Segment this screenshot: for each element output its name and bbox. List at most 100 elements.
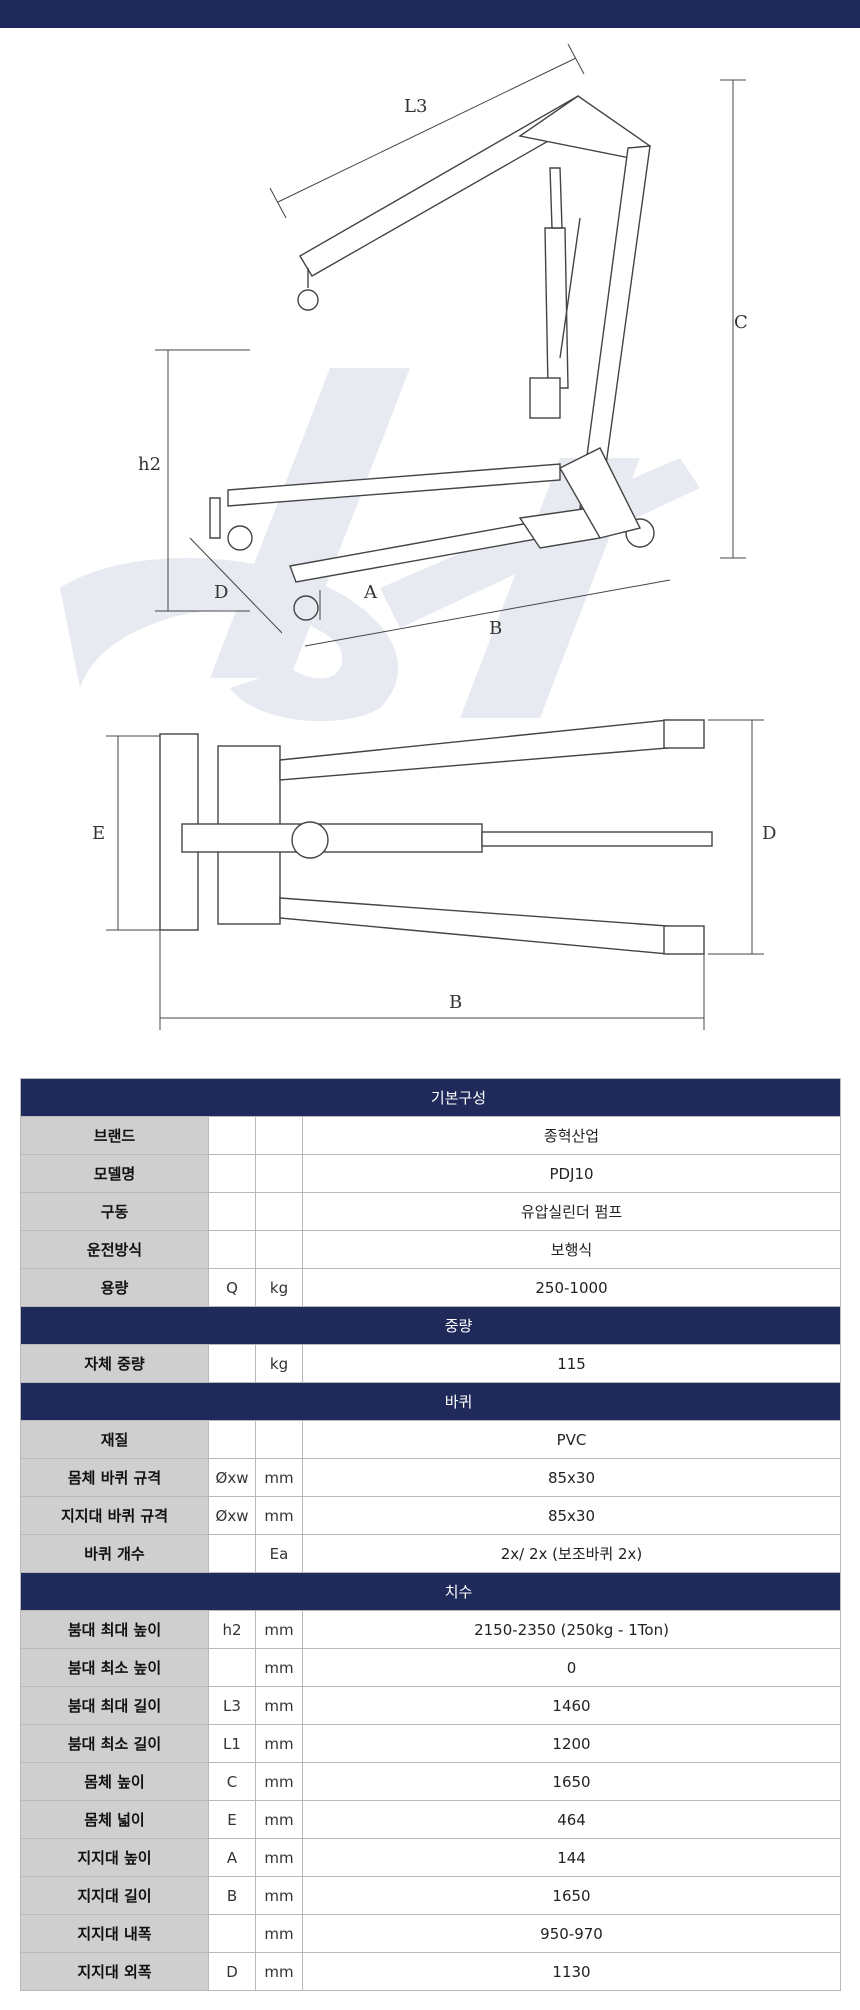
spec-unit [255,1420,303,1459]
spec-unit: mm [255,1686,303,1725]
spec-unit: kg [255,1344,303,1383]
spec-value: PDJ10 [301,1154,842,1193]
spec-label: 몸체 바퀴 규격 [20,1458,209,1497]
spec-value: PVC [301,1420,842,1459]
spec-value: 1460 [301,1686,842,1725]
side-view-dimensions [155,43,746,647]
spec-label: 모델명 [20,1154,209,1193]
spec-unit: mm [255,1610,303,1649]
spec-symbol: h2 [208,1610,256,1649]
spec-label: 바퀴 개수 [20,1534,209,1573]
crane-technical-drawing: L3 C h2 D A B E D B [0,28,860,1068]
spec-symbol: C [208,1762,256,1801]
spec-value: 2150-2350 (250kg - 1Ton) [301,1610,842,1649]
dimension-label-l3: L3 [404,96,427,117]
spec-value: 0 [301,1648,842,1687]
spec-symbol [208,1344,256,1383]
crane-top-view [159,719,713,955]
spec-symbol: Øxw [208,1458,256,1497]
spec-unit: mm [255,1458,303,1497]
spec-symbol: L3 [208,1686,256,1725]
spec-row: 모델명 PDJ10 [20,1154,842,1193]
section-title: 치수 [19,1572,842,1611]
spec-unit: Ea [255,1534,303,1573]
spec-unit: mm [255,1914,303,1953]
spec-symbol [208,1914,256,1953]
top-view-dimensions [106,719,764,1030]
spec-unit [255,1116,303,1155]
spec-value: 464 [301,1800,842,1839]
spec-label: 운전방식 [20,1230,209,1269]
dimension-label-c: C [734,312,748,333]
spec-value: 144 [301,1838,842,1877]
spec-label: 붐대 최소 높이 [20,1648,209,1687]
section-title: 중량 [19,1306,842,1345]
spec-value: 85x30 [301,1458,842,1497]
spec-symbol [208,1154,256,1193]
section-title: 바퀴 [19,1382,842,1421]
spec-value: 유압실린더 펌프 [301,1192,842,1231]
spec-row: 운전방식 보행식 [20,1230,842,1269]
spec-value: 2x/ 2x (보조바퀴 2x) [301,1534,842,1573]
dimension-label-b: B [489,618,502,639]
spec-label: 몸체 높이 [20,1762,209,1801]
spec-label: 지지대 높이 [20,1838,209,1877]
spec-label: 용량 [20,1268,209,1307]
spec-value: 보행식 [301,1230,842,1269]
dimension-label-h2: h2 [138,454,161,475]
spec-unit: mm [255,1724,303,1763]
spec-label: 붐대 최소 길이 [20,1724,209,1763]
section-title: 기본구성 [19,1078,842,1117]
spec-symbol: B [208,1876,256,1915]
spec-label: 지지대 길이 [20,1876,209,1915]
spec-label: 붐대 최대 높이 [20,1610,209,1649]
spec-symbol: Q [208,1268,256,1307]
spec-unit: mm [255,1496,303,1535]
spec-unit: mm [255,1800,303,1839]
spec-value: 115 [301,1344,842,1383]
spec-value: 1130 [301,1952,842,1991]
spec-unit: mm [255,1762,303,1801]
dimension-label-d: D [214,582,228,603]
dimension-label-e: E [92,823,105,844]
section-header-row: 바퀴 [19,1382,842,1421]
spec-value: 250-1000 [301,1268,842,1307]
spec-label: 자체 중량 [20,1344,209,1383]
spec-symbol: A [208,1838,256,1877]
spec-symbol: E [208,1800,256,1839]
spec-symbol: D [208,1952,256,1991]
spec-symbol: L1 [208,1724,256,1763]
spec-value: 1650 [301,1876,842,1915]
spec-unit: kg [255,1268,303,1307]
top-banner [0,0,860,28]
spec-label: 구동 [20,1192,209,1231]
spec-value: 1200 [301,1724,842,1763]
spec-symbol [208,1420,256,1459]
section-header-row: 중량 [19,1306,842,1345]
spec-value: 950-970 [301,1914,842,1953]
spec-unit: mm [255,1876,303,1915]
spec-row: 구동 유압실린더 펌프 [20,1192,842,1231]
spec-label: 지지대 바퀴 규격 [20,1496,209,1535]
section-header-row: 기본구성 [19,1078,842,1117]
spec-unit: mm [255,1952,303,1991]
spec-symbol: Øxw [208,1496,256,1535]
spec-symbol [208,1116,256,1155]
spec-label: 지지대 내폭 [20,1914,209,1953]
spec-symbol [208,1534,256,1573]
